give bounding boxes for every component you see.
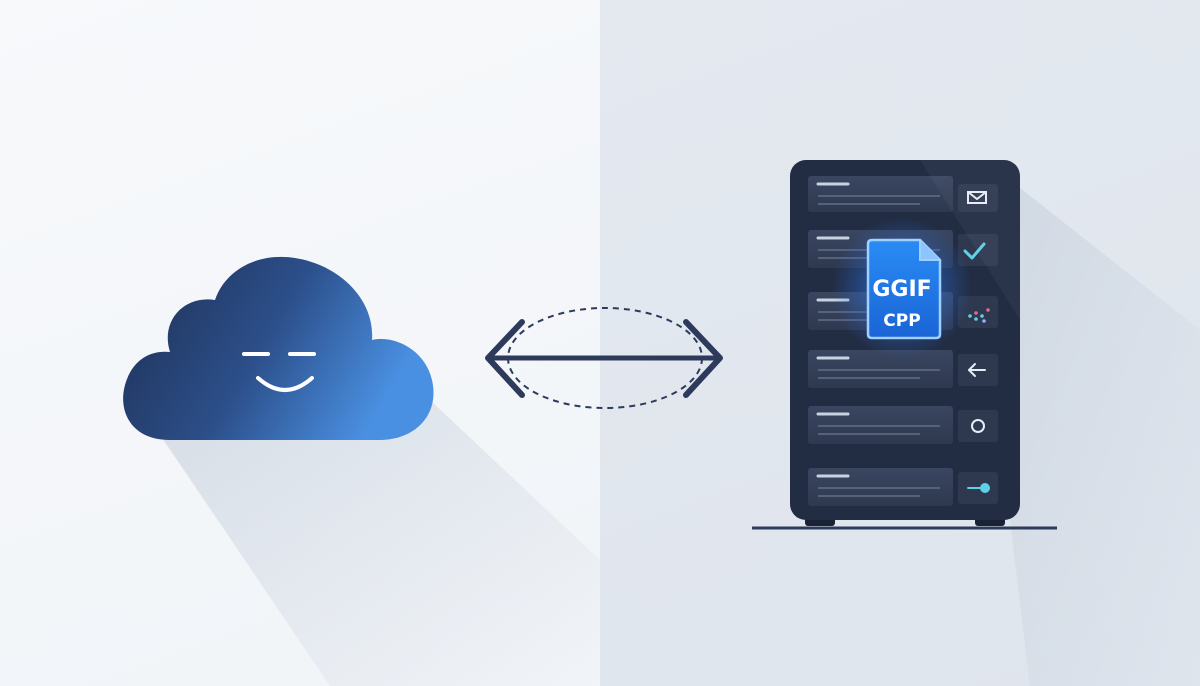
server-row <box>808 176 998 212</box>
check-icon <box>963 242 986 260</box>
cloud-smile <box>256 376 314 392</box>
arrow-head-left <box>485 319 525 398</box>
file-label-line1: GGIF <box>872 277 931 302</box>
server-shadow <box>1010 180 1200 686</box>
server-sheen <box>870 160 1020 320</box>
arrow-head-right <box>683 319 723 398</box>
file-icon <box>866 238 942 340</box>
cloud-smiling-icon <box>123 256 434 440</box>
server-row <box>808 406 998 444</box>
file-label-line2: CPP <box>883 311 920 331</box>
circle-icon <box>971 419 985 433</box>
server-row <box>808 350 998 388</box>
bidirectional-arrow-icon <box>485 307 723 409</box>
file-badge: GGIF CPP <box>832 218 972 358</box>
server-row <box>808 468 998 506</box>
dots-icon <box>968 308 990 323</box>
cloud-shadow <box>150 400 600 686</box>
key-icon <box>967 483 990 493</box>
mail-icon <box>967 191 987 204</box>
arrow-left-icon <box>968 363 986 377</box>
